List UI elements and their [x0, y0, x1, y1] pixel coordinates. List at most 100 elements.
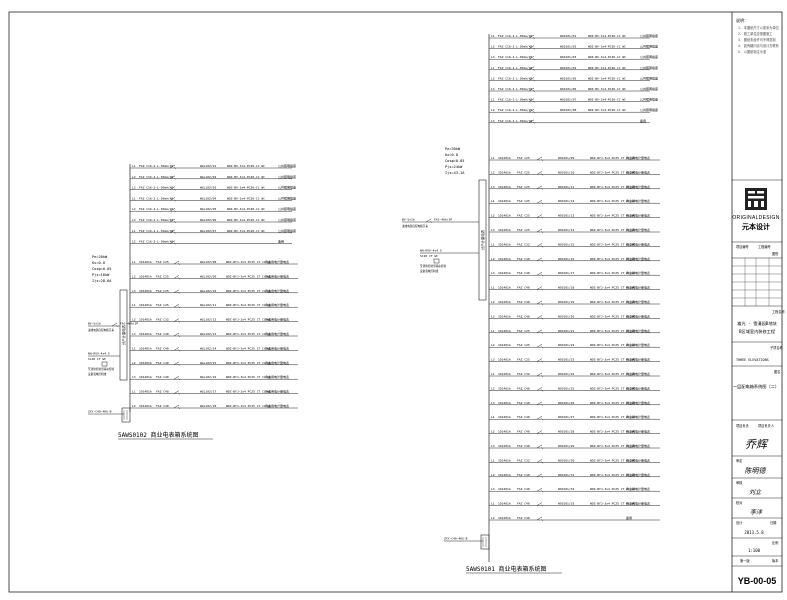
circuit-cable: WDZ-BYJ-3x4 PC25 CT CC WC	[590, 487, 635, 491]
circuit-id: WGL102/04	[200, 196, 216, 200]
circuit-breaker: 1D1401A	[139, 289, 152, 293]
circuit-cable: WDZ-BYJ-3x4 PC25 CT CC WC	[590, 156, 635, 160]
incoming-cable: BV-5x16	[402, 218, 415, 222]
circuit-id: WS0101/08	[560, 108, 576, 112]
circuit-phase: L1	[491, 372, 495, 376]
bus-label: 分户计量电表	[121, 324, 126, 345]
circuit-id: WS0101/03	[560, 55, 576, 59]
circuit-cable: WDZ-BYJ-3x4 PC25 CT CC WC	[590, 257, 635, 261]
circuit-phase: L3	[491, 119, 495, 123]
circuit-id: WS0101/24	[558, 372, 574, 376]
circuit-use: 公共照明插座	[640, 107, 658, 112]
circuit-id: WGL102/18	[200, 404, 216, 408]
circuit-phase: L3	[132, 186, 136, 190]
circuit-use: 公共照明插座	[640, 86, 658, 91]
circuit-cable: WDZ-BYJ-3x4 PC25 CT CC WC	[226, 404, 271, 408]
circuit-cable: WDZ-BYJ-3x4 PC25 CT CC WC	[590, 271, 635, 275]
circuit-breaker: 1D1401A	[498, 444, 511, 448]
circuit-fuse: FAZ C40	[156, 361, 169, 365]
incoming-cable: BV-5x16	[88, 322, 101, 326]
drawing-scale: 1:100	[748, 548, 761, 553]
circuit-use: 商业用电计量电表	[265, 360, 289, 365]
circuit-phase: L2	[132, 318, 136, 322]
circuit-fuse: FAZ C40	[517, 401, 530, 405]
circuit-cable: WDZ-BV-3x4-PC20-CC WC	[227, 196, 265, 200]
date-label: 日期	[770, 520, 776, 525]
circuit-phase: L2	[491, 170, 495, 174]
circuit-id: WGL102/16	[200, 375, 216, 379]
circuit-breaker: 1D1401A	[498, 271, 511, 275]
circuit-breaker: 1D1401A	[498, 257, 511, 261]
circuit-breaker: 1D1401A	[498, 214, 511, 218]
circuit-use: 商业用电计量电表	[626, 414, 650, 419]
circuit-use: 商业用电计量电表	[626, 270, 650, 275]
circuit-use: 商业用电计量电表	[265, 331, 289, 336]
circuit-fuse: FAZ C32	[517, 372, 530, 376]
note-2: 2. 施工单位应按图施工	[738, 31, 773, 36]
circuit-fuse: FAZ C40	[517, 300, 530, 304]
row-label-lead: 项目负责	[736, 423, 749, 428]
project-name: 嵩光 · 雪漫园B地块	[737, 320, 777, 327]
load-pe: Pe=30kW	[445, 147, 461, 151]
circuit-id: WS0101/28	[558, 430, 574, 434]
meter-model: ZXY-C40-4KG-B	[88, 410, 112, 414]
circuit-use: 公共照明插座	[640, 44, 658, 49]
logo-text: ORIGINALDESIGN	[732, 215, 779, 221]
circuit-phase: L1	[491, 98, 495, 102]
circuit-breaker: 1D1401A	[139, 390, 152, 394]
circuit-id: WS0101/21	[558, 329, 574, 333]
drawing-title: 一层配电箱系统图（二）	[733, 383, 779, 390]
incoming-breaker: FAS-40A/3P	[434, 218, 452, 222]
circuit-fuse: FAZ C40	[156, 390, 169, 394]
circuit-breaker: 1D1401A	[498, 343, 511, 347]
circuit-use: 商业用电计量电表	[265, 288, 289, 293]
circuit-use: 商业用电计量电表	[626, 472, 650, 477]
circuit-breaker: FAZ C16-2-L-30mA/45	[139, 218, 174, 222]
circuit-id: WS0101/15	[558, 242, 574, 246]
sheet-label: 子项名称	[770, 345, 784, 350]
meter-module	[119, 289, 128, 381]
spd-note: 至消防控制室联动控制	[88, 367, 114, 371]
circuit-id: WS0101/07	[560, 98, 576, 102]
circuit-cable: WDZ-BV-3x4-PC20-CC WC	[588, 87, 626, 91]
circuit-id: WS0101/10	[558, 170, 574, 174]
circuit-id: WS0101/12	[558, 199, 574, 203]
circuit-breaker: 1D1401A	[139, 332, 152, 336]
circuit-phase: L2	[132, 361, 136, 365]
circuit-id: WGL102/03	[200, 186, 216, 190]
circuit-breaker: FAZ C16-2-L-30mA/45	[139, 240, 174, 244]
circuit-phase: L3	[491, 271, 495, 275]
circuit-breaker: 1D1401A	[498, 314, 511, 318]
bus-label: 分户计量电表	[480, 229, 485, 250]
circuit-breaker: 1D1401A	[498, 185, 511, 189]
circuit-cable: WDZ-BV-3x4-PC20-CC WC	[588, 45, 626, 49]
meter-box	[480, 534, 490, 550]
scale-label: 比例	[772, 540, 778, 545]
circuit-cable: WDZ-BYJ-3x4 PC25 CT CC WC	[226, 303, 271, 307]
circuit-fuse: FAZ C25	[517, 214, 530, 218]
circuit-use: 商业用电计量电表	[626, 198, 650, 203]
circuit-fuse: FAZ C40	[517, 271, 530, 275]
circuit-phase: L2	[491, 343, 495, 347]
circuit-use: 备用	[278, 239, 284, 244]
circuit-breaker: FAZ C16-2-L-30mA/45	[498, 98, 533, 102]
circuit-id: WGL102/10	[200, 289, 216, 293]
circuit-phase: L3	[491, 444, 495, 448]
diagram-caption: 5AWS0102 商业电表箱系统图	[118, 431, 199, 439]
circuit-use: 公共照明插座	[278, 185, 296, 190]
circuit-fuse: FAZ C40	[517, 415, 530, 419]
circuit-id: WGL102/08	[200, 260, 216, 264]
